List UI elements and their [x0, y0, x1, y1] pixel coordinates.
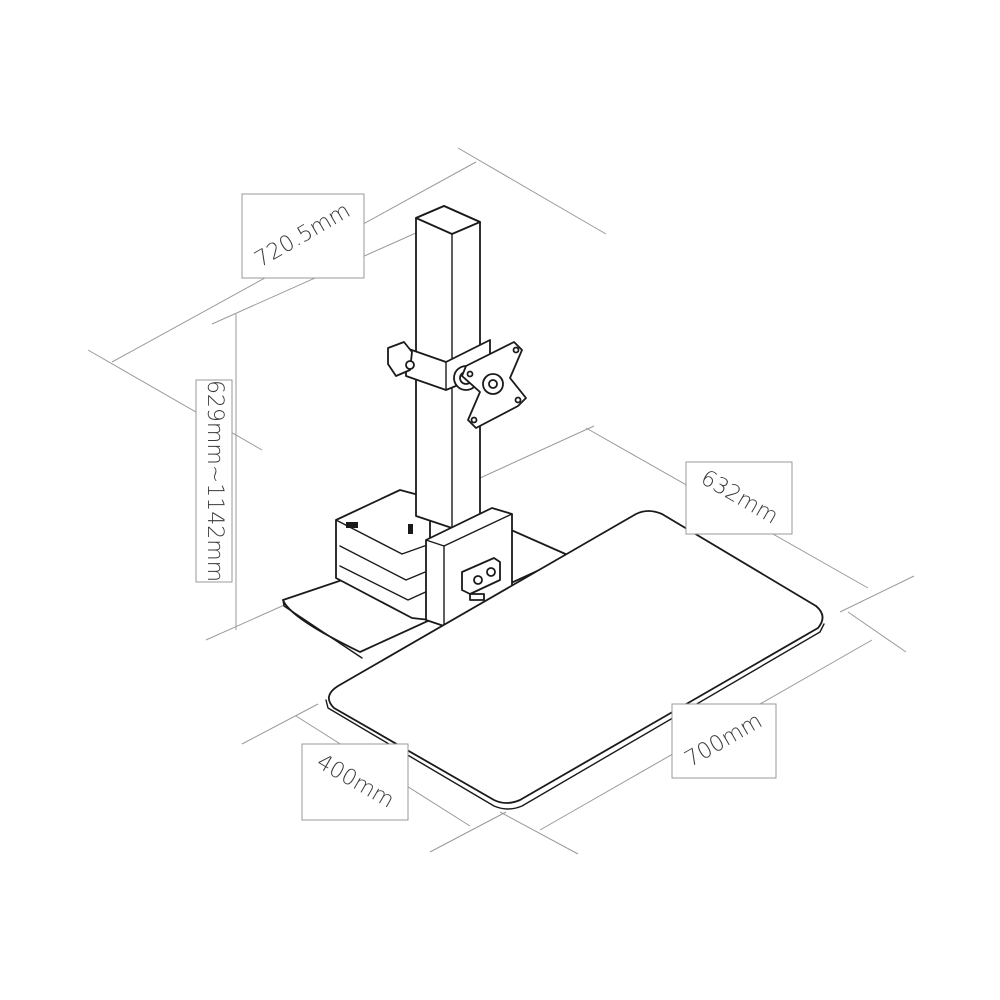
dimension-label-keyboard-width: 700mm: [671, 703, 777, 779]
dimension-label-keyboard-front: 400mm: [301, 743, 409, 821]
dimension-label-height: 629mm~1142mm: [195, 379, 233, 583]
keyboard-tray: [325, 510, 825, 810]
dimension-label-base-depth: 720.5mm: [241, 193, 365, 279]
lift-carriage: [425, 507, 513, 627]
label-height-range: 629mm~1142mm: [202, 380, 227, 582]
dimension-label-keyboard-depth: 632mm: [685, 461, 793, 535]
support-column: [387, 205, 491, 529]
vesa-mount: [461, 341, 527, 429]
